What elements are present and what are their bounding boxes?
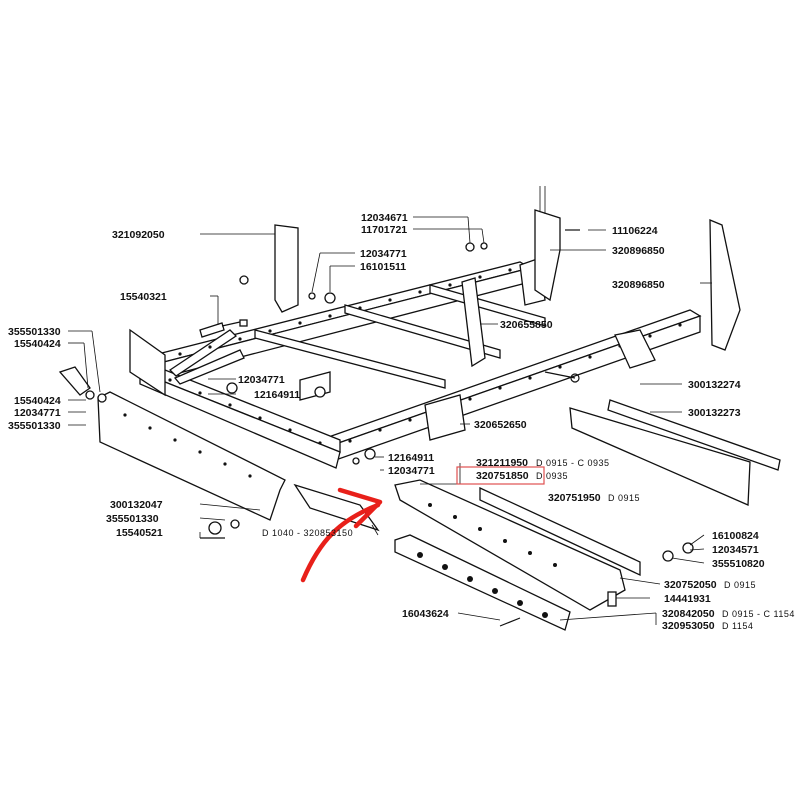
label-320751950-code: D 0915	[608, 493, 640, 503]
label-321211950-code: D 0915 - C 0935	[536, 458, 610, 468]
part-labels: 321092050 12034671 11701721 11106224 320…	[8, 212, 795, 632]
label-14441931: 14441931	[664, 593, 711, 605]
label-321211950: 321211950	[476, 457, 528, 469]
label-320842050-code: D 0915 - C 1154	[722, 609, 795, 619]
label-320896850-right: 320896850	[612, 279, 665, 291]
label-15540424-bottom: 15540424	[14, 395, 61, 407]
side-bars	[394, 399, 781, 631]
label-bottom-reference: D 1040 - 320853150	[262, 528, 353, 538]
highlight-box	[456, 466, 545, 485]
label-320842050: 320842050	[662, 608, 715, 620]
label-320751850-code: D 0935	[536, 471, 568, 481]
label-12164911-a: 12164911	[254, 389, 300, 401]
label-16101511: 16101511	[360, 261, 406, 273]
label-12034771-a: 12034771	[360, 248, 407, 260]
label-300132273: 300132273	[688, 407, 741, 419]
label-320953050-code: D 1154	[722, 621, 753, 631]
label-12034571: 12034571	[712, 544, 759, 556]
label-15540321: 15540321	[120, 291, 167, 303]
chassis-frame	[129, 257, 702, 532]
label-12164911-b: 12164911	[388, 452, 434, 464]
label-300132047: 300132047	[110, 499, 163, 511]
label-321092050: 321092050	[112, 229, 165, 241]
left-side-panel	[97, 391, 286, 521]
label-320655850: 320655850	[500, 319, 553, 331]
label-12034671: 12034671	[361, 212, 408, 224]
label-320953050: 320953050	[662, 620, 715, 632]
label-320652650: 320652650	[474, 419, 527, 431]
label-15540424-top: 15540424	[14, 338, 61, 350]
red-arrowhead	[337, 487, 383, 529]
label-11701721: 11701721	[361, 224, 407, 236]
leader-lines	[68, 216, 712, 625]
label-16043624: 16043624	[402, 608, 449, 620]
label-320752050: 320752050	[664, 579, 717, 591]
vertical-stanchions	[274, 186, 741, 368]
label-12034771-b: 12034771	[238, 374, 285, 386]
label-11106224: 11106224	[612, 225, 658, 237]
label-320751850: 320751850	[476, 470, 529, 482]
label-355501330-bottom: 355501330	[106, 513, 159, 525]
label-320751950: 320751950	[548, 492, 601, 504]
label-355501330-mid: 355501330	[8, 420, 61, 432]
label-320896850-top: 320896850	[612, 245, 665, 257]
label-300132274: 300132274	[688, 379, 741, 391]
red-arrow	[300, 502, 381, 583]
label-355501330-top: 355501330	[8, 326, 61, 338]
label-12034771-c: 12034771	[14, 407, 61, 419]
label-16100824: 16100824	[712, 530, 759, 542]
label-320752050-code: D 0915	[724, 580, 756, 590]
label-15540521: 15540521	[116, 527, 163, 539]
label-12034771-d: 12034771	[388, 465, 435, 477]
label-355510820: 355510820	[712, 558, 765, 570]
fastener-hardware	[58, 229, 694, 627]
